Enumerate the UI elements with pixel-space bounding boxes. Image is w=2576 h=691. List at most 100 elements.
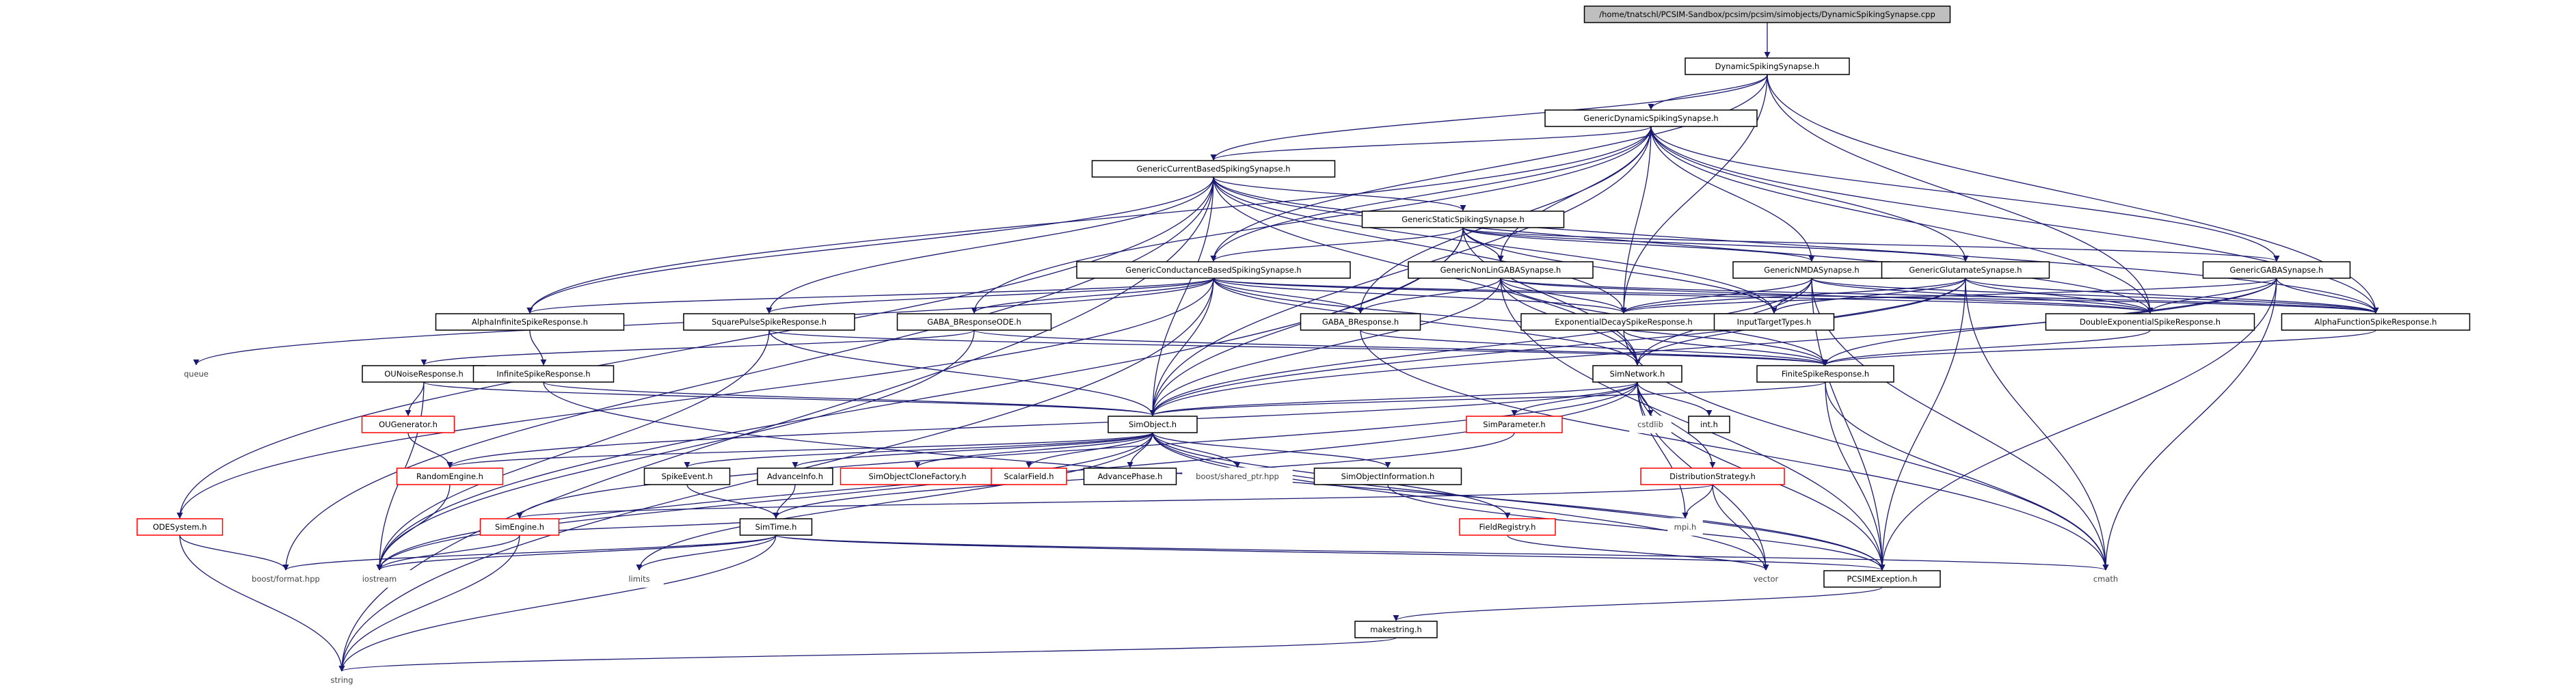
node-simengine[interactable]: SimEngine.h <box>479 518 560 536</box>
node-genericdynamicspikingsynapse[interactable]: GenericDynamicSpikingSynapse.h <box>1544 109 1758 127</box>
edge-genericnmdasynapse-to-exponentialdecayspikeresponse <box>1620 277 1812 314</box>
edge-genericdynamicspikingsynapse-to-gaba-bresponseode <box>971 126 1652 314</box>
node-gaba-bresponse[interactable]: GABA_BResponse.h <box>1300 313 1421 331</box>
node-label-genericcurrentbasedspikingsynapse: GenericCurrentBasedSpikingSynapse.h <box>1136 164 1290 174</box>
node-simobject[interactable]: SimObject.h <box>1108 416 1198 433</box>
edge-genericglutamatesynapse-to-inputtargettypes <box>1771 277 1966 314</box>
node-advancephase[interactable]: AdvancePhase.h <box>1083 468 1177 485</box>
node-simobjectclonefactory[interactable]: SimObjectCloneFactory.h <box>840 468 995 485</box>
edge-simengine-to-string <box>338 534 520 672</box>
node-box-intt <box>1688 416 1730 433</box>
node-randomengine[interactable]: RandomEngine.h <box>396 468 504 485</box>
node-simtime[interactable]: SimTime.h <box>739 518 813 536</box>
node-label-scalarfield: ScalarField.h <box>1004 472 1054 481</box>
node-label-cmath: cmath <box>2093 574 2118 584</box>
node-box-genericnonlingabasynapse <box>1408 261 1594 279</box>
edge-gaba-bresponseode-to-finitespikeresponse <box>974 329 1829 366</box>
edge-dynamicspikingsynapse-to-genericconductancebasedspikingsynapse <box>1210 74 1768 262</box>
node-intt[interactable]: int.h <box>1688 416 1730 433</box>
node-alphafunctionspikeresponse[interactable]: AlphaFunctionSpikeResponse.h <box>2281 313 2471 331</box>
node-spikeevent[interactable]: SpikeEvent.h <box>643 468 731 485</box>
edge-dynamicspikingsynapse-to-genericcurrentbasedspikingsynapse <box>1210 74 1768 161</box>
node-makestring[interactable]: makestring.h <box>1354 621 1438 638</box>
node-genericglutamatesynapse[interactable]: GenericGlutamateSynapse.h <box>1881 261 2050 279</box>
edge-simobject-to-spikeevent <box>684 432 1153 468</box>
edge-simtime-to-pcsimexception <box>775 534 1885 571</box>
node-dynamicspikingsynapse[interactable]: DynamicSpikingSynapse.h <box>1685 57 1850 75</box>
node-odesystem[interactable]: ODESystem.h <box>136 518 224 536</box>
node-simparameter[interactable]: SimParameter.h <box>1466 416 1563 433</box>
edge-genericcurrentbasedspikingsynapse-to-alphainfinitespikeresponse <box>526 176 1214 314</box>
node-advanceinfo[interactable]: AdvanceInfo.h <box>757 468 833 485</box>
node-root[interactable]: /home/tnatschl/PCSIM-Sandbox/pcsim/pcsim… <box>1583 5 1951 23</box>
node-gaba-bresponseode[interactable]: GABA_BResponseODE.h <box>896 313 1052 331</box>
node-boost-shared-ptr: boost/shared_ptr.hpp <box>1182 468 1293 485</box>
node-label-distributionstrategy: DistributionStrategy.h <box>1669 472 1756 481</box>
node-box-root <box>1583 5 1951 23</box>
node-genericnmdasynapse[interactable]: GenericNMDASynapse.h <box>1732 261 1891 279</box>
node-label-genericnmdasynapse: GenericNMDASynapse.h <box>1764 265 1859 275</box>
node-box-exponentialdecayspikeresponse <box>1520 313 1727 331</box>
node-box-dynamicspikingsynapse <box>1685 57 1850 75</box>
node-boost-format: boost/format.hpp <box>230 570 341 588</box>
node-genericgabasynapse[interactable]: GenericGABASynapse.h <box>2202 261 2351 279</box>
node-limits: limits <box>615 570 664 588</box>
node-box-simobjectclonefactory <box>840 468 995 485</box>
node-box-doubleexponentialspikeresponse <box>2045 313 2255 331</box>
node-box-cstdlib <box>1629 416 1672 433</box>
node-label-vector: vector <box>1754 574 1779 584</box>
node-simobjectinformation[interactable]: SimObjectInformation.h <box>1313 468 1462 485</box>
edge-genericcurrentbasedspikingsynapse-to-doubleexponentialspikeresponse <box>1213 176 2154 314</box>
node-distributionstrategy[interactable]: DistributionStrategy.h <box>1640 468 1785 485</box>
node-fieldregistry[interactable]: FieldRegistry.h <box>1459 518 1556 536</box>
edge-genericstaticspikingsynapse-to-genericconductancebasedspikingsynapse <box>1210 227 1464 262</box>
edge-genericdynamicspikingsynapse-to-genericconductancebasedspikingsynapse <box>1210 126 1652 262</box>
node-pcsimexception[interactable]: PCSIMException.h <box>1823 570 1941 588</box>
edge-genericconductancebasedspikingsynapse-to-simnetwork <box>1213 277 1641 366</box>
edge-simnetwork-to-mpi <box>1637 381 1689 519</box>
node-inputtargettypes[interactable]: InputTargetTypes.h <box>1713 313 1835 331</box>
node-label-iostream: iostream <box>362 574 397 584</box>
node-genericnonlingabasynapse[interactable]: GenericNonLinGABASynapse.h <box>1408 261 1594 279</box>
node-exponentialdecayspikeresponse[interactable]: ExponentialDecaySpikeResponse.h <box>1520 313 1727 331</box>
edge-genericstaticspikingsynapse-to-genericnmdasynapse <box>1462 227 1815 262</box>
node-genericconductancebasedspikingsynapse[interactable]: GenericConductanceBasedSpikingSynapse.h <box>1076 261 1351 279</box>
node-label-genericgabasynapse: GenericGABASynapse.h <box>2230 265 2324 275</box>
node-genericcurrentbasedspikingsynapse[interactable]: GenericCurrentBasedSpikingSynapse.h <box>1091 160 1336 178</box>
node-queue: queue <box>172 365 221 383</box>
edge-genericconductancebasedspikingsynapse-to-exponentialdecayspikeresponse <box>1213 277 1627 314</box>
node-label-root: /home/tnatschl/PCSIM-Sandbox/pcsim/pcsim… <box>1599 10 1935 19</box>
node-label-makestring: makestring.h <box>1370 625 1422 634</box>
edge-genericnmdasynapse-to-doubleexponentialspikeresponse <box>1811 277 2154 314</box>
node-ounoiseresponse[interactable]: OUNoiseResponse.h <box>362 365 486 383</box>
node-infinitespikeresponse[interactable]: InfiniteSpikeResponse.h <box>472 365 615 383</box>
node-doubleexponentialspikeresponse[interactable]: DoubleExponentialSpikeResponse.h <box>2045 313 2255 331</box>
edge-fieldregistry-to-vector <box>1507 534 1769 571</box>
node-label-gaba-bresponseode: GABA_BResponseODE.h <box>927 317 1021 327</box>
edge-makestring-to-string <box>339 637 1397 672</box>
node-scalarfield[interactable]: ScalarField.h <box>991 468 1067 485</box>
edge-genericglutamatesynapse-to-pcsimexception <box>1879 277 1966 571</box>
node-label-dynamicspikingsynapse: DynamicSpikingSynapse.h <box>1715 62 1820 71</box>
edge-genericgabasynapse-to-doubleexponentialspikeresponse <box>2147 277 2277 314</box>
edge-genericcurrentbasedspikingsynapse-to-alphafunctionspikeresponse <box>1213 176 2379 314</box>
node-box-ougenerator <box>361 416 455 433</box>
node-alphainfinitespikeresponse[interactable]: AlphaInfiniteSpikeResponse.h <box>435 313 625 331</box>
node-finitespikeresponse[interactable]: FiniteSpikeResponse.h <box>1756 365 1894 383</box>
edge-genericconductancebasedspikingsynapse-to-finitespikeresponse <box>1213 277 1829 366</box>
node-box-gaba-bresponse <box>1300 313 1421 331</box>
node-box-alphainfinitespikeresponse <box>435 313 625 331</box>
node-label-ounoiseresponse: OUNoiseResponse.h <box>384 369 464 379</box>
node-box-vector <box>1741 570 1790 588</box>
edge-genericglutamatesynapse-to-alphafunctionspikeresponse <box>1965 277 2379 314</box>
node-squarepulsespikeresponse[interactable]: SquarePulseSpikeResponse.h <box>683 313 855 331</box>
edge-genericconductancebasedspikingsynapse-to-alphainfinitespikeresponse <box>526 277 1214 314</box>
edge-simnetwork-to-distributionstrategy <box>1637 381 1716 468</box>
node-ougenerator[interactable]: OUGenerator.h <box>361 416 455 433</box>
node-genericstaticspikingsynapse[interactable]: GenericStaticSpikingSynapse.h <box>1361 211 1565 228</box>
edge-distributionstrategy-to-simengine <box>517 484 1713 519</box>
node-simnetwork[interactable]: SimNetwork.h <box>1592 365 1682 383</box>
edge-alphafunctionspikeresponse-to-finitespikeresponse <box>1822 329 2376 366</box>
node-box-simobjectinformation <box>1313 468 1462 485</box>
edge-genericnonlingabasynapse-to-simobject <box>1149 277 1501 416</box>
